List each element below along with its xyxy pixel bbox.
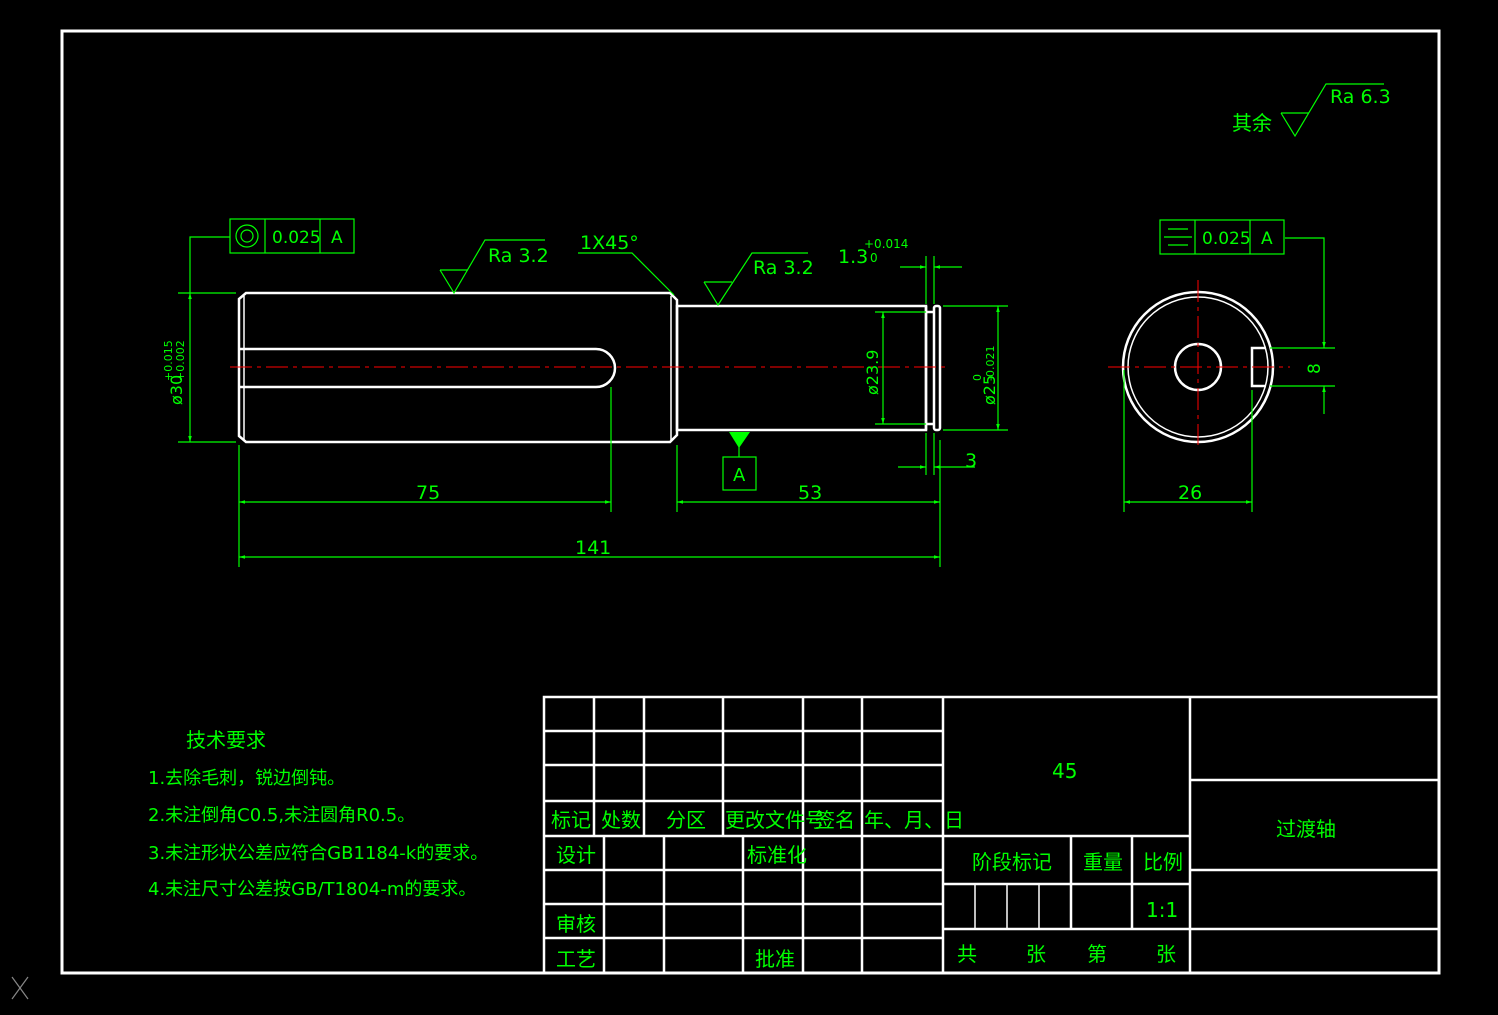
- title-block-grid: [542, 695, 1441, 975]
- header-mark: 标记: [551, 808, 591, 832]
- tolerance-frame-symmetry: [1159, 219, 1285, 255]
- label-design: 设计: [556, 843, 596, 867]
- label-process: 工艺: [556, 947, 596, 971]
- dim-right-tol-upper: 0: [971, 374, 984, 381]
- sheet-total: 共: [957, 942, 977, 966]
- dim-right-diameter: ø25 0 -0.021: [971, 346, 999, 405]
- header-change-doc: 更改文件号: [725, 808, 825, 832]
- roughness-other-value: Ra 6.3: [1330, 86, 1391, 108]
- scale-value: 1:1: [1146, 898, 1178, 922]
- roughness-left-value: Ra 3.2: [488, 245, 549, 267]
- cursor-icon: [11, 976, 29, 1000]
- note-item: 1.去除毛刺，锐边倒钝。: [148, 768, 345, 789]
- roughness-other-label: 其余: [1232, 111, 1272, 135]
- material-value: 45: [1052, 759, 1077, 783]
- tolerance-frame-concentricity: [229, 218, 355, 254]
- note-item: 2.未注倒角C0.5,未注圆角R0.5。: [148, 805, 415, 826]
- header-count: 处数: [601, 808, 641, 832]
- symmetry-value: 0.025: [1202, 229, 1251, 249]
- dim-right-diameter-base: ø25: [980, 375, 999, 405]
- dim-groove-diameter: ø23.9: [863, 350, 882, 395]
- datum-label: A: [733, 465, 746, 486]
- sheet-unit: 张: [1156, 942, 1176, 966]
- label-weight: 重量: [1083, 850, 1123, 874]
- dim-section-depth: 26: [1178, 482, 1202, 504]
- part-name: 过渡轴: [1276, 817, 1336, 841]
- label-approve: 批准: [755, 947, 795, 971]
- label-review: 审核: [556, 912, 596, 936]
- note-item: 3.未注形状公差应符合GB1184-k的要求。: [148, 843, 488, 864]
- dim-right-tol-lower: -0.021: [984, 346, 997, 381]
- groove-base: 1.3: [838, 246, 868, 268]
- dim-key-length: 75: [416, 482, 440, 504]
- groove-lower: 0: [870, 251, 878, 265]
- dim-key-width: 8: [1305, 363, 1325, 374]
- roughness-mid-value: Ra 3.2: [753, 257, 814, 279]
- header-signature: 签名: [815, 808, 855, 832]
- sheet-unit: 张: [1026, 942, 1046, 966]
- centerline-section: [1108, 280, 1290, 445]
- label-scale: 比例: [1143, 850, 1183, 874]
- dim-groove-width: 3: [965, 450, 977, 472]
- drawing-annotations: 其余 Ra 6.3 Ra 3.2 Ra 3.2 1X45° 1.3 +0.014…: [162, 86, 1391, 559]
- dim-right-length: 53: [798, 482, 822, 504]
- dim-left-diameter-base: ø30: [167, 375, 186, 405]
- header-zone: 分区: [666, 808, 706, 832]
- shaft-front-view: [237, 291, 942, 444]
- note-item: 4.未注尺寸公差按GB/T1804-m的要求。: [148, 879, 476, 900]
- concentricity-value: 0.025: [272, 228, 321, 248]
- label-stage-mark: 阶段标记: [972, 850, 1052, 874]
- groove-upper: +0.014: [864, 237, 908, 251]
- dim-left-tol-lower: +0.002: [174, 340, 187, 381]
- datum-feature: [722, 432, 757, 491]
- sheet-index: 第: [1087, 942, 1107, 966]
- label-standardize: 标准化: [747, 843, 807, 867]
- header-date: 年、月、日: [864, 808, 964, 832]
- dim-left-diameter: ø30 +0.015 +0.002: [162, 340, 187, 405]
- symmetry-datum: A: [1261, 229, 1273, 249]
- chamfer-label: 1X45°: [580, 232, 639, 254]
- dim-left-tol-upper: +0.015: [162, 340, 175, 381]
- roughness-symbols: [439, 83, 1384, 307]
- title-block-text: 标记 处数 分区 更改文件号 签名 年、月、日 设计 标准化 审核 工艺 批准 …: [551, 759, 1336, 971]
- dimension-lines: [178, 236, 1335, 567]
- notes-title: 技术要求: [186, 728, 266, 752]
- technical-notes: 技术要求 1.去除毛刺，锐边倒钝。 2.未注倒角C0.5,未注圆角R0.5。 3…: [148, 728, 488, 900]
- dim-total-length: 141: [575, 537, 611, 559]
- concentricity-datum: A: [331, 228, 343, 248]
